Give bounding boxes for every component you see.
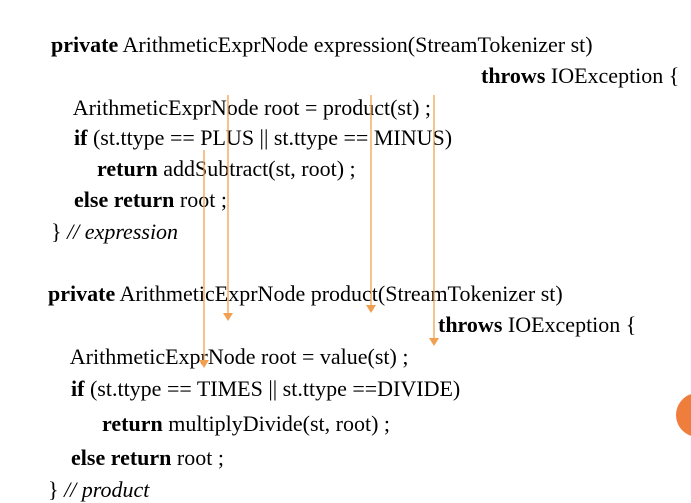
- keyword-throws: throws: [438, 312, 503, 337]
- else-value: root ;: [174, 187, 227, 212]
- expression-signature: ArithmeticExprNode expression(StreamToke…: [118, 32, 593, 57]
- arrowhead-icon: [199, 360, 209, 368]
- keyword-else-return: else return: [71, 445, 172, 470]
- root-assignment: ArithmeticExprNode root = value(st) ;: [69, 344, 409, 369]
- product-else-line: else return root ;: [60, 419, 224, 471]
- arrowhead-icon: [366, 305, 376, 313]
- trace-arrows: [199, 95, 439, 368]
- arrowhead-icon: [429, 338, 439, 346]
- keyword-if: if: [71, 376, 85, 401]
- close-brace: }: [51, 219, 68, 244]
- expression-end-line: } // expression: [40, 193, 178, 245]
- keyword-private: private: [48, 281, 116, 306]
- exception-clause: IOException {: [502, 312, 637, 337]
- product-signature: ArithmeticExprNode product(StreamTokeniz…: [115, 281, 563, 306]
- expression-else-line: else return root ;: [63, 161, 227, 213]
- else-value: root ;: [171, 445, 224, 470]
- expression-return-line: return addSubtract(st, root) ;: [86, 130, 356, 182]
- keyword-throws: throws: [481, 63, 546, 88]
- slide-number-circle: [676, 393, 691, 437]
- arrowhead-icon: [223, 313, 233, 321]
- expression-if-line: if (st.ttype == PLUS || st.ttype == MINU…: [63, 99, 452, 151]
- exception-clause: IOException {: [545, 63, 680, 88]
- if-condition: (st.ttype == PLUS || st.ttype == MINUS): [87, 125, 453, 150]
- keyword-return: return: [102, 411, 163, 436]
- close-brace: }: [48, 477, 65, 502]
- return-call: multiplyDivide(st, root) ;: [162, 411, 391, 436]
- expression-signature-line: private ArithmeticExprNode expression(St…: [40, 6, 593, 58]
- product-if-line: if (st.ttype == TIMES || st.ttype ==DIVI…: [60, 350, 460, 402]
- arrow-group: [203, 95, 435, 365]
- return-call: addSubtract(st, root) ;: [157, 156, 356, 181]
- expression-throws-line: throws IOException {: [470, 37, 679, 89]
- keyword-else-return: else return: [74, 187, 175, 212]
- product-return-line: return multiplyDivide(st, root) ;: [91, 385, 390, 437]
- keyword-private: private: [51, 32, 119, 57]
- end-comment: // expression: [67, 219, 179, 244]
- product-throws-line: throws IOException {: [427, 286, 636, 338]
- arrowhead-group: [199, 305, 439, 368]
- keyword-if: if: [74, 125, 88, 150]
- product-root-line: ArithmeticExprNode root = value(st) ;: [60, 318, 409, 370]
- product-signature-line: private ArithmeticExprNode product(Strea…: [37, 255, 563, 307]
- keyword-return: return: [97, 156, 158, 181]
- if-condition: (st.ttype == TIMES || st.ttype ==DIVIDE): [84, 376, 461, 401]
